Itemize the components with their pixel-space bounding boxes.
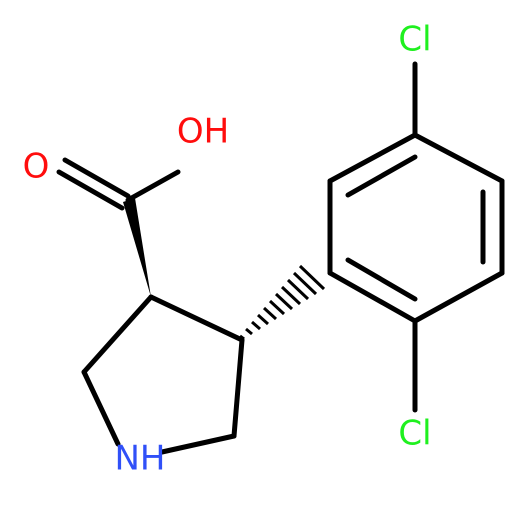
nh-label: NH xyxy=(115,439,166,479)
chlorine-bottom-label: Cl xyxy=(398,414,431,454)
wedge-bond xyxy=(123,198,151,297)
chlorine-top-label: Cl xyxy=(398,20,431,60)
carbonyl-double-bond xyxy=(56,157,131,211)
hashed-bond xyxy=(239,264,326,341)
oh-label: OH xyxy=(177,112,229,152)
benzene-ring xyxy=(327,132,505,324)
pyrrolidine-ring xyxy=(81,294,245,455)
oxygen-label: O xyxy=(23,147,50,187)
carboxyl-oh-bond xyxy=(125,169,181,203)
